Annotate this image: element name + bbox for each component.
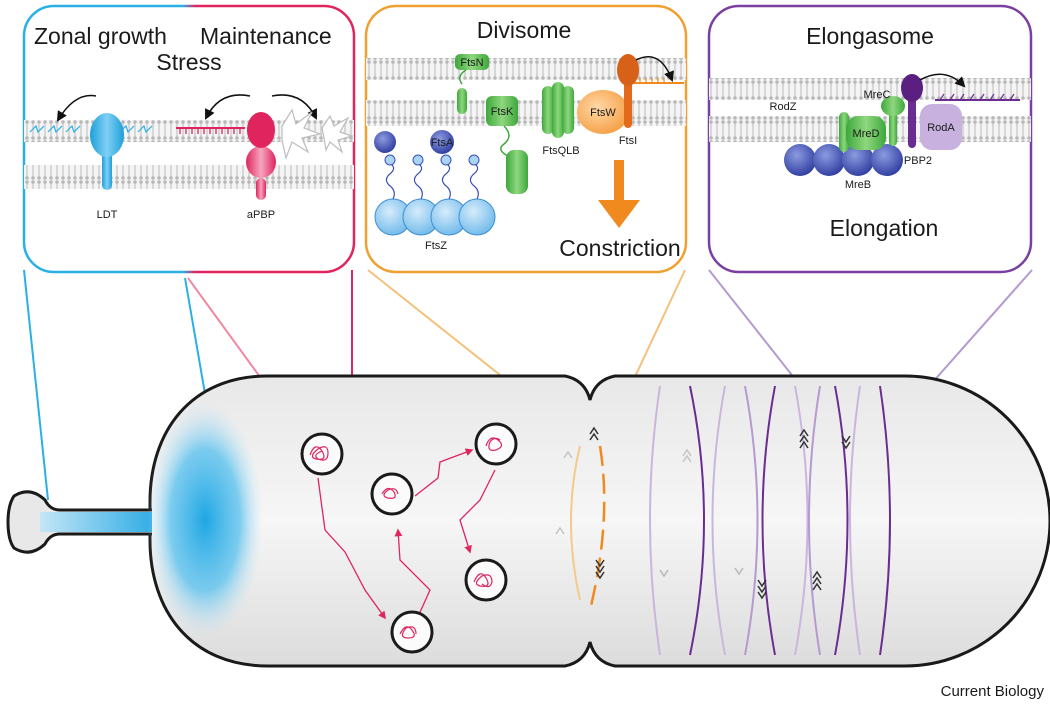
elongasome-chevrons (659, 428, 851, 600)
label-ldt: LDT (97, 209, 118, 221)
label-roda: RodA (927, 122, 955, 134)
panel-zonal-growth: LDT aPBP Zonal growth Maintenance Stress (22, 4, 356, 274)
label-ftsk: FtsK (491, 106, 514, 118)
label-ftsi: FtsI (619, 135, 637, 147)
pbp2-roda-complex: RodA PBP2 (901, 73, 966, 167)
divisome-ring (555, 426, 606, 611)
mrec-protein: MreC (864, 89, 905, 146)
elongasome-rings (649, 385, 891, 656)
ftsqlb-complex: FtsQLB (542, 82, 580, 157)
title-zonal-growth: Zonal growth (34, 23, 167, 49)
title-divisome: Divisome (477, 17, 572, 43)
apbp-particle (370, 472, 414, 516)
journal-credit: Current Biology (941, 683, 1045, 700)
panel-elongasome: MreB RodZ MreC MreD RodA PBP2 Elongasome (707, 4, 1033, 274)
apbp-protein: aPBP (205, 94, 317, 221)
apbp-particles (300, 422, 518, 654)
bacterial-cell (6, 374, 1050, 668)
zoom-lines (23, 269, 1033, 501)
ftsz-filament: FtsA FtsZ (374, 130, 496, 252)
apbp-particle (300, 432, 344, 476)
ftsn-protein: FtsN (455, 54, 489, 114)
label-rodz: RodZ (770, 101, 797, 113)
label-mrec: MreC (864, 89, 891, 101)
label-ftsn: FtsN (460, 57, 483, 69)
rodz-protein: RodZ (770, 101, 849, 152)
apbp-particle (390, 610, 434, 654)
apbp-particle (474, 422, 518, 466)
label-ftsqlb: FtsQLB (542, 145, 579, 157)
title-maintenance: Maintenance (200, 23, 332, 49)
label-mred: MreD (853, 128, 880, 140)
stalk-glow (40, 512, 152, 532)
label-pbp2: PBP2 (904, 155, 932, 167)
stress-burst-icon (281, 108, 355, 161)
ldt-protein: LDT (56, 94, 124, 221)
title-stress: Stress (156, 49, 221, 75)
panel-divisome: FtsA FtsZ FtsN FtsK FtsQLB FtsW (364, 4, 688, 274)
apbp-glycan (176, 127, 245, 134)
pole-glow (147, 402, 263, 638)
label-ftsz: FtsZ (425, 240, 447, 252)
label-constriction: Constriction (559, 235, 680, 261)
mreb-filament: MreB (784, 144, 903, 191)
label-elongation: Elongation (830, 215, 939, 241)
title-elongasome: Elongasome (806, 23, 934, 49)
ftsw-ftsi-complex: FtsW FtsI (577, 54, 674, 147)
constriction-arrow-icon (598, 160, 640, 228)
apbp-trajectories (317, 448, 496, 631)
apbp-particle (464, 558, 508, 602)
label-mreb: MreB (845, 179, 871, 191)
ftsk-protein: FtsK (486, 96, 528, 194)
ldt-crosslinks (29, 124, 153, 134)
cell-body (148, 374, 1050, 668)
label-ftsa: FtsA (431, 137, 454, 149)
label-apbp: aPBP (247, 209, 275, 221)
mred-protein: MreD (846, 116, 886, 150)
label-ftsw: FtsW (590, 107, 616, 119)
